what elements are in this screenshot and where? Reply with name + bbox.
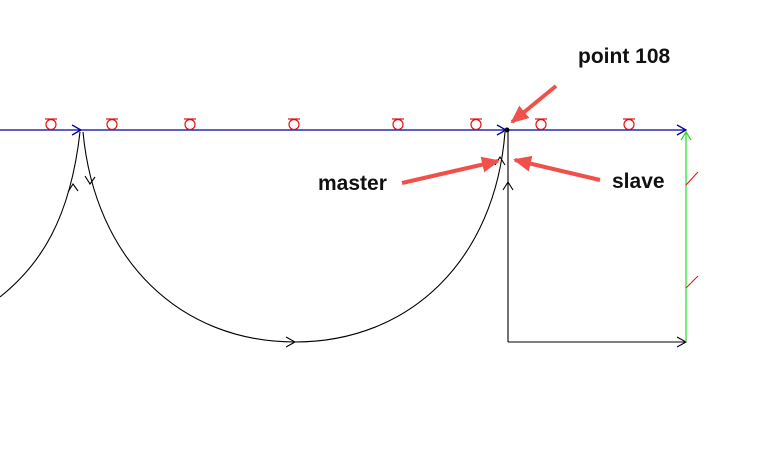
support-icon [470,118,482,131]
member-curves [0,127,688,348]
left-curve [0,131,81,298]
point-arrow [510,84,558,124]
support-icon [45,118,57,131]
master-arrow [401,156,500,185]
beam-line [0,124,688,136]
slave-arrow [513,155,601,182]
support-icon [623,118,635,131]
support-icon [392,118,404,131]
green-vertical-member [680,130,692,342]
supports [45,118,635,131]
support-icon [106,118,118,131]
support-icon [288,118,300,131]
main-arc [82,131,506,343]
red-tick-marks [685,171,699,289]
master-label: master [318,172,387,195]
slave-label: slave [612,170,665,193]
annotation-arrows [401,84,601,185]
support-icon [184,118,196,131]
support-icon [535,118,547,131]
point-label: point 108 [578,45,671,68]
